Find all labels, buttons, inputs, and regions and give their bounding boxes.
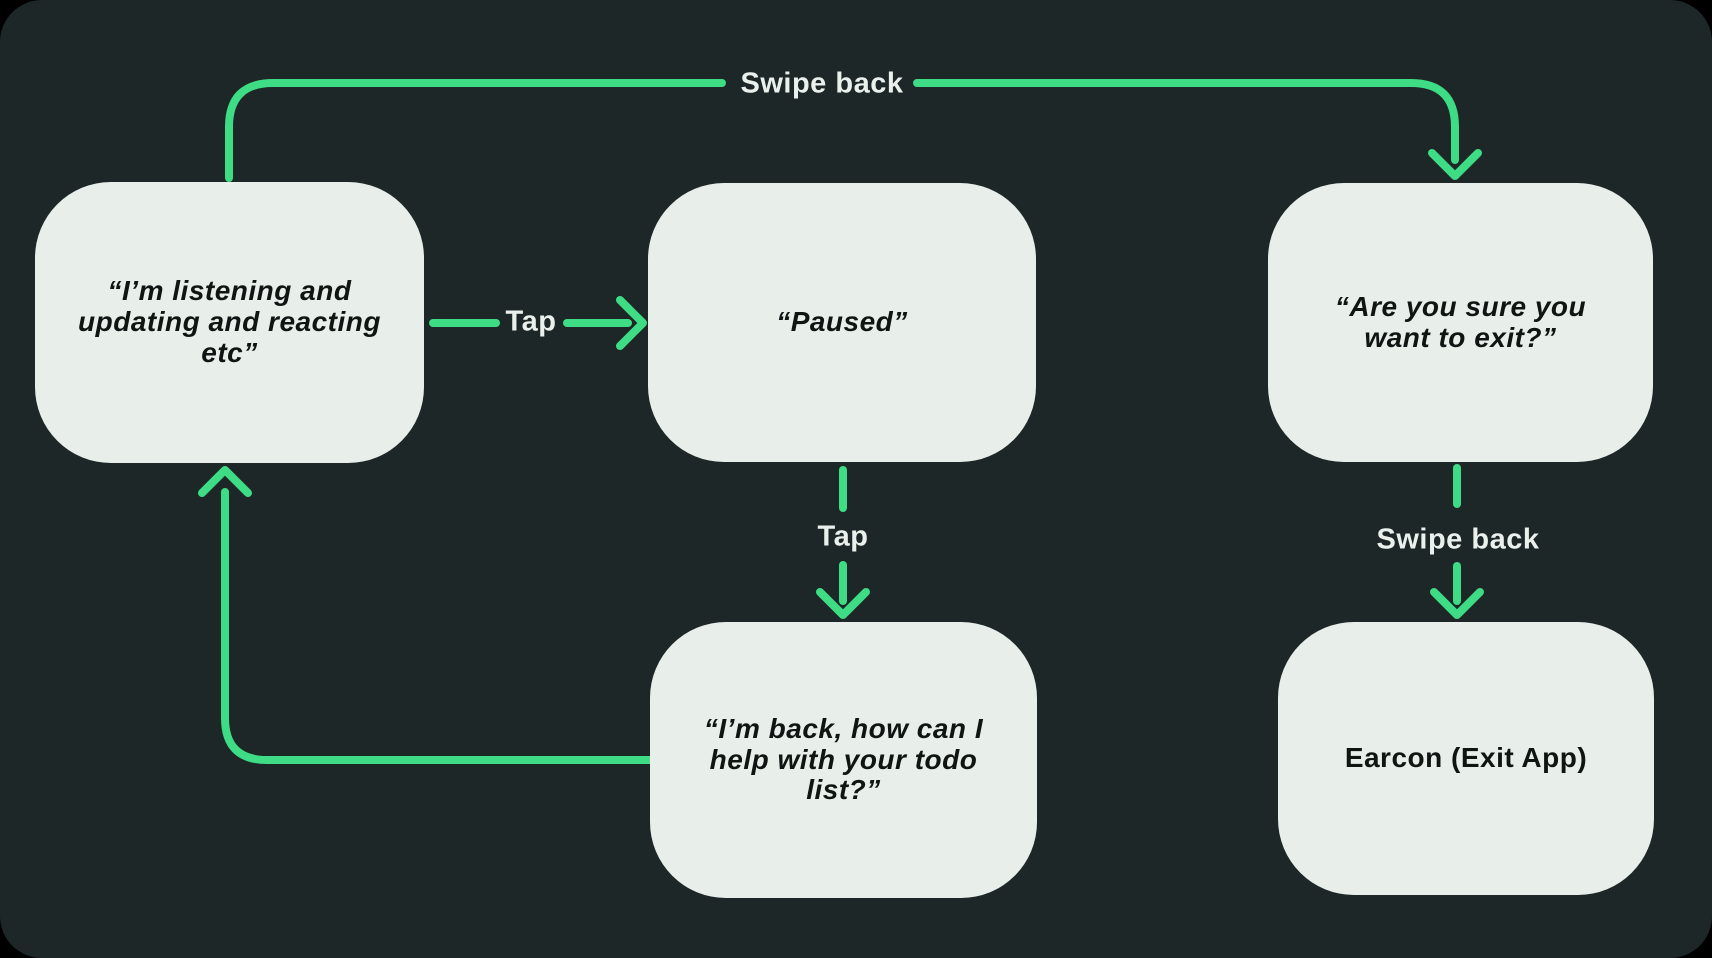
edge-label-swipe-back-exit: Swipe back xyxy=(1376,523,1540,556)
flow-node-paused: “Paused” xyxy=(648,183,1036,462)
flow-node-exit-confirm: “Are you sure you want to exit?” xyxy=(1268,183,1653,462)
edge-label-tap-pause: Tap xyxy=(505,305,557,338)
arrow-return-loop xyxy=(198,466,654,764)
arrow-tap-horizontal xyxy=(429,296,647,350)
flow-node-text: “Are you sure you want to exit?” xyxy=(1334,290,1587,353)
edge-label-swipe-back-top: Swipe back xyxy=(740,67,904,100)
flow-node-text: “Paused” xyxy=(776,306,908,338)
flow-node-earcon: Earcon (Exit App) xyxy=(1278,622,1654,895)
edge-label-tap-resume: Tap xyxy=(817,520,869,553)
flow-node-text: Earcon (Exit App) xyxy=(1344,742,1588,774)
flow-node-listening: “I’m listening and updating and reacting… xyxy=(35,182,424,463)
arrow-swipe-back-right xyxy=(1430,464,1484,619)
arrow-tap-vertical xyxy=(816,466,870,619)
arrow-swipe-back-top xyxy=(225,79,1482,182)
flow-node-text: “I’m back, how can I help with your todo… xyxy=(703,712,984,806)
flow-node-back-help: “I’m back, how can I help with your todo… xyxy=(650,622,1037,898)
flow-node-text: “I’m listening and updating and reacting… xyxy=(78,275,381,368)
